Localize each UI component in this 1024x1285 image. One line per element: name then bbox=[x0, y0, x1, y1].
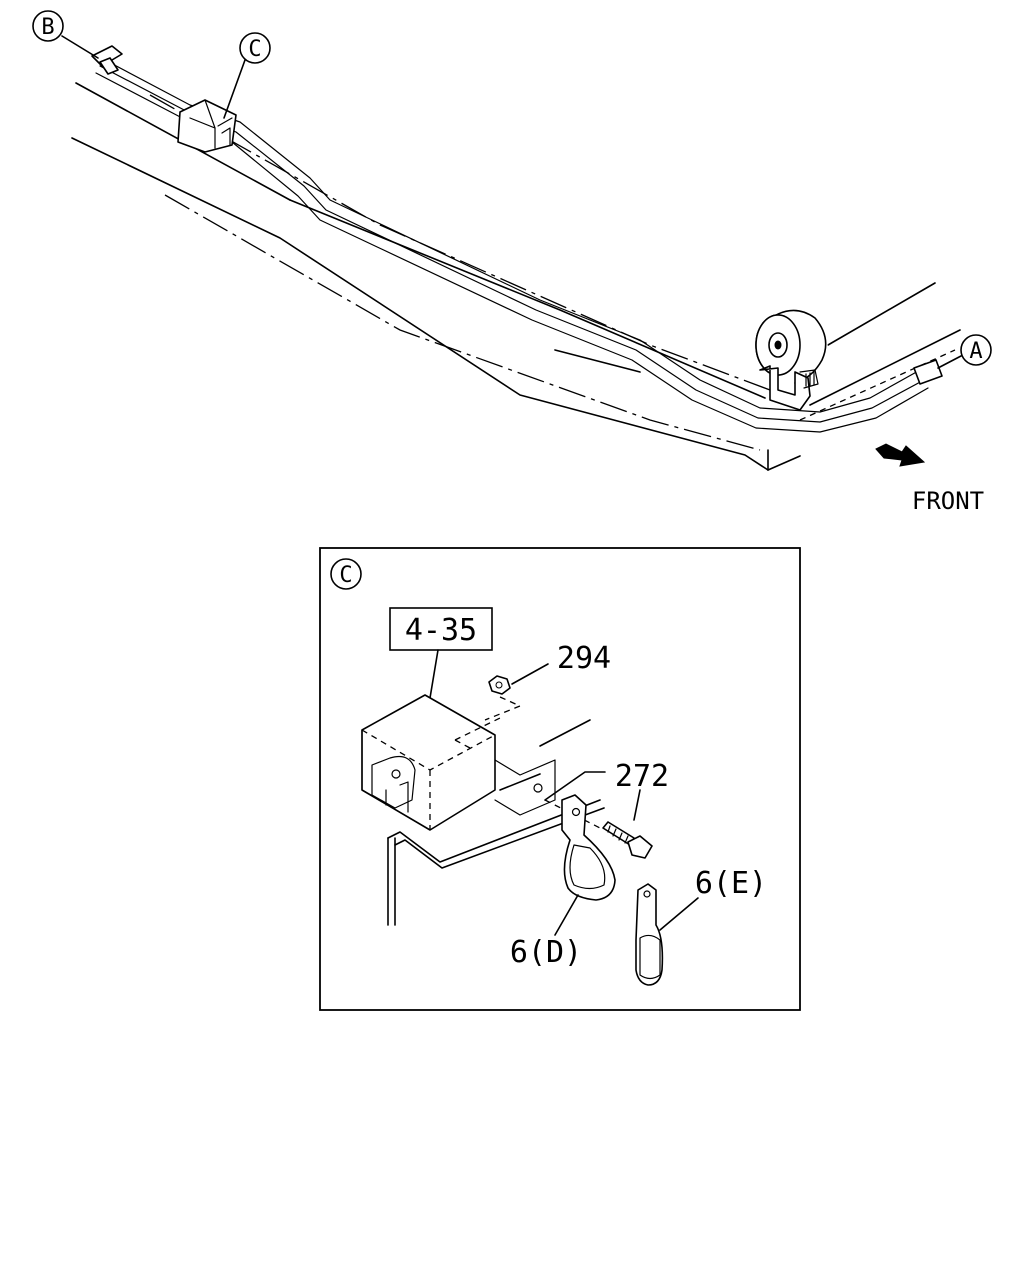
part-6e-label: 6(E) bbox=[695, 866, 767, 901]
callout-b: B bbox=[32, 10, 99, 59]
frame-rail bbox=[71, 82, 961, 471]
bracket-box bbox=[361, 694, 556, 831]
part-6d-label: 6(D) bbox=[510, 935, 582, 970]
callout-a: A bbox=[937, 334, 992, 369]
detail-frame-rail bbox=[387, 719, 605, 926]
clip-6d: 6(D) bbox=[510, 794, 616, 970]
callout-c-detail: C bbox=[330, 558, 362, 590]
callout-c-top: C bbox=[223, 32, 271, 119]
part-272-label: 272 bbox=[615, 759, 669, 794]
part-294-label: 294 bbox=[557, 641, 611, 676]
front-label: FRONT bbox=[912, 487, 984, 515]
callout-a-label: A bbox=[969, 339, 982, 364]
clip-6e: 6(E) bbox=[635, 866, 767, 986]
nut-294: 294 bbox=[484, 641, 611, 721]
reference-label: 4-35 bbox=[405, 613, 477, 648]
detail-c-panel: C 4-35 bbox=[319, 547, 801, 1011]
callout-c-detail-label: C bbox=[339, 563, 352, 588]
bolt-272: 272 bbox=[544, 759, 669, 859]
pulley-bracket bbox=[755, 309, 828, 411]
pipe-clamp-block bbox=[177, 99, 237, 153]
front-direction-indicator: FRONT bbox=[875, 443, 984, 515]
front-arrow-icon bbox=[875, 443, 926, 467]
reference-4-35: 4-35 bbox=[389, 607, 493, 699]
callout-b-label: B bbox=[41, 15, 54, 40]
callout-c-top-label: C bbox=[248, 37, 261, 62]
